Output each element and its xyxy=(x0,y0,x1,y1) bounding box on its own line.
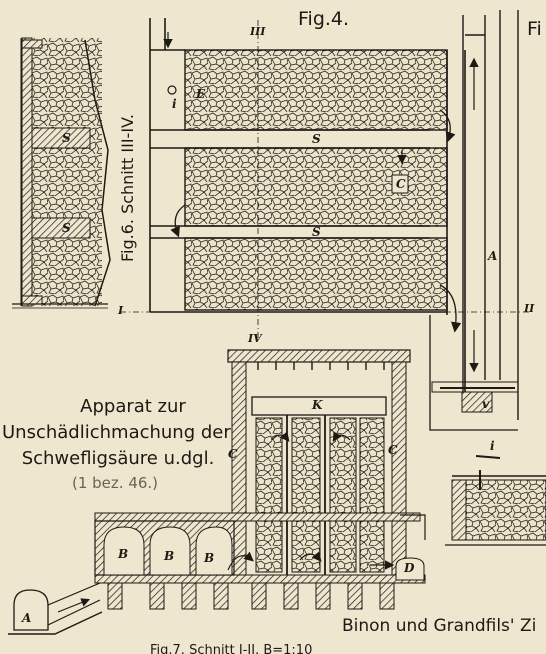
fig6-title: Fig.6. Schnitt III-IV. xyxy=(118,113,137,262)
caption-line1: Apparat zur xyxy=(80,396,186,417)
label-B1: B xyxy=(118,547,129,561)
label-IV: IV xyxy=(248,332,262,345)
label-A-right: A xyxy=(488,249,498,263)
label-E: E xyxy=(196,87,206,101)
label-C-left: C xyxy=(228,447,238,461)
label-II: II xyxy=(524,302,535,315)
label-S-upper: S xyxy=(312,132,321,146)
fig6-section xyxy=(12,37,111,309)
label-III: III xyxy=(250,25,266,38)
label-I: I xyxy=(118,304,124,317)
label-A-bottom: A xyxy=(22,611,32,625)
label-S6-lower: S xyxy=(62,221,71,235)
fig-right-edge-title: Fi xyxy=(527,18,542,40)
caption-line2: Unschädlichmachung der xyxy=(2,422,231,443)
label-S-lower: S xyxy=(312,225,321,239)
label-v: v xyxy=(482,397,489,411)
fig7-section xyxy=(8,349,426,635)
label-D: D xyxy=(404,561,415,575)
credit-title: Binon und Grandfils' Zi xyxy=(342,616,537,636)
fig4-plan xyxy=(120,10,530,431)
label-B3: B xyxy=(204,551,215,565)
label-B2: B xyxy=(164,549,175,563)
fig4-title: Fig.4. xyxy=(298,8,350,30)
label-C-mid: C xyxy=(396,177,406,191)
label-i-top: i xyxy=(172,97,177,111)
label-i-right: i xyxy=(490,439,495,453)
caption-reference: (1 bez. 46.) xyxy=(72,474,159,492)
fig7-caption: Fig.7. Schnitt I-II. B=1:10 xyxy=(150,643,313,654)
label-K: K xyxy=(312,398,323,412)
label-C-right: C xyxy=(388,443,398,457)
label-S6-upper: S xyxy=(62,131,71,145)
caption-line3: Schwefligsäure u.dgl. xyxy=(21,448,215,469)
right-fragment xyxy=(445,455,546,546)
